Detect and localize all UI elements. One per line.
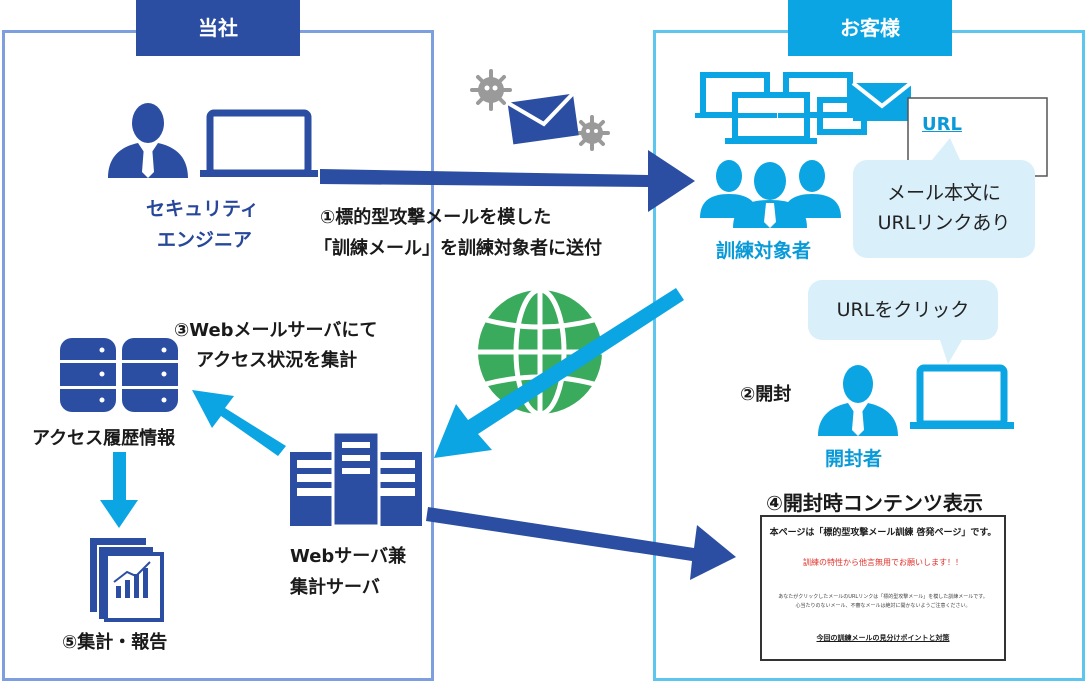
our-company-tab: 当社 xyxy=(136,0,300,56)
step2-label: ②開封 xyxy=(740,384,792,405)
send-mail-arrow xyxy=(320,150,695,212)
opener-label: 開封者 xyxy=(825,448,883,470)
engineer-label-line2: エンジニア xyxy=(157,229,253,251)
engineer-person-icon xyxy=(108,103,188,178)
access-arrow xyxy=(434,288,684,458)
step5-label: ⑤集計・報告 xyxy=(62,632,168,653)
mail-body-line1: メール本文に xyxy=(886,182,1001,204)
step3-label-line1: ③Webメールサーバにて xyxy=(174,320,378,341)
doc-body-line2: 心当たりのないメール、不審なメールは絶対に開かないようご注意ください。 xyxy=(795,603,971,609)
server-label-line2: 集計サーバ xyxy=(290,577,380,598)
bubble-tail xyxy=(932,138,960,160)
url-link[interactable]: URL xyxy=(922,114,962,135)
virus-icon xyxy=(574,115,610,151)
server-label-line1: Webサーバ兼 xyxy=(290,546,407,567)
report-icon xyxy=(90,538,164,622)
server-icon xyxy=(290,430,422,528)
step4-label: ④開封時コンテンツ表示 xyxy=(766,491,983,515)
envelope-icon xyxy=(506,92,579,145)
doc-title: 本ページは「標的型攻撃メール訓練 啓発ページ」です。 xyxy=(769,528,997,538)
engineer-label-line1: セキュリティ xyxy=(146,198,259,220)
doc-body-line1: あなたがクリックしたメールのURLリンクは「標的型攻撃メール」を模した訓練メール… xyxy=(778,594,988,600)
opener-person-icon xyxy=(818,365,898,436)
click-url-text: URLをクリック xyxy=(836,299,970,321)
step1-label-line1: ①標的型攻撃メールを模した xyxy=(320,207,552,228)
display-content-arrow xyxy=(426,507,736,580)
database-icon xyxy=(60,338,178,412)
customer-tab: お客様 xyxy=(788,0,952,56)
step1-label-line2: 「訓練メール」を訓練対象者に送付 xyxy=(314,238,602,259)
trainees-label: 訓練対象者 xyxy=(716,240,812,262)
access-history-label: アクセス履歴情報 xyxy=(32,428,176,449)
virus-icon xyxy=(470,69,512,111)
click-url-bubble: URLをクリック xyxy=(808,280,998,340)
mail-body-line2: URLリンクあり xyxy=(877,212,1011,234)
report-arrow xyxy=(100,452,138,528)
envelope-icon xyxy=(851,81,913,121)
trainees-group-icon xyxy=(700,160,841,228)
awareness-page-preview: 本ページは「標的型攻撃メール訓練 啓発ページ」です。 訓練の特性から他言無用でお… xyxy=(760,515,1006,661)
step3-label-line2: アクセス状況を集計 xyxy=(196,350,358,371)
monitor-icon xyxy=(695,92,860,144)
engineer-laptop-icon xyxy=(200,109,318,177)
doc-link[interactable]: 今回の訓練メールの見分けポイントと対策 xyxy=(816,634,950,642)
aggregate-arrow xyxy=(192,390,286,456)
doc-red-text: 訓練の特性から他言無用でお願いします！！ xyxy=(803,558,963,567)
mail-body-bubble: メール本文に URLリンクあり xyxy=(853,160,1035,258)
opener-laptop-icon xyxy=(910,364,1014,429)
bubble-tail xyxy=(940,340,962,364)
